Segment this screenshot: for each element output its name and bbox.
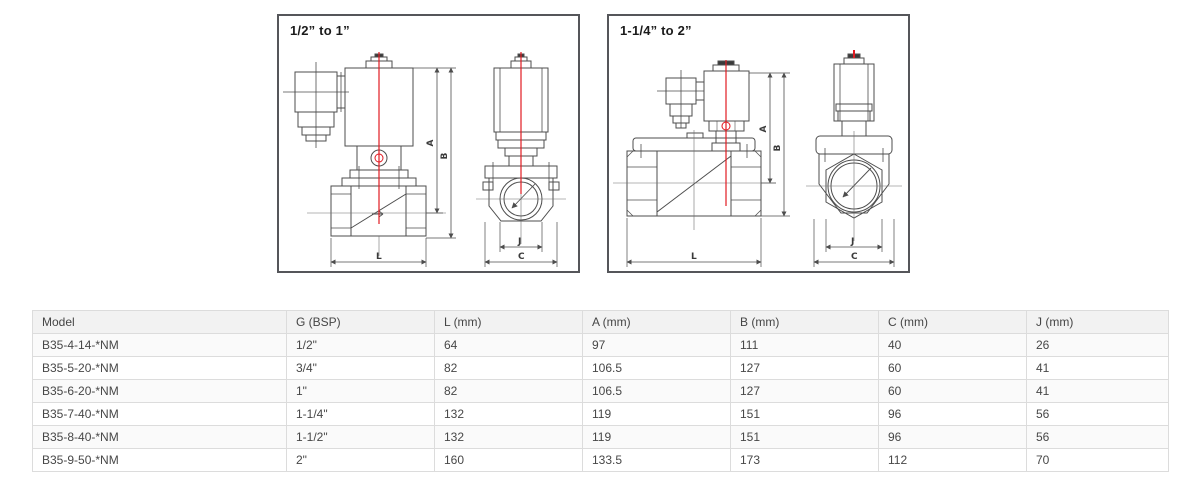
dim-label-B: B (440, 152, 450, 159)
cell: 127 (730, 356, 879, 380)
valve-technical-drawing-large: L A B J C (613, 50, 902, 267)
cell: 111 (730, 333, 879, 357)
cell: 1" (286, 379, 435, 403)
dim-label-J: J (517, 237, 521, 247)
side-view (806, 53, 902, 267)
drawing-title: 1/2” to 1” (290, 23, 350, 38)
drawing-title: 1-1/4” to 2” (620, 23, 692, 38)
cell: 1/2" (286, 333, 435, 357)
bore-arrow (511, 183, 536, 209)
cell: 96 (878, 402, 1027, 426)
valve-body (330, 185, 427, 237)
dim-label-A: A (426, 139, 436, 146)
cell: 82 (434, 379, 583, 403)
dimension-L (330, 238, 427, 267)
cell: 132 (434, 402, 583, 426)
dim-label-A: A (759, 125, 769, 132)
din-connector (283, 62, 349, 148)
cell: B35-8-40-*NM (32, 425, 287, 449)
dimension-C (813, 219, 895, 267)
cell: 151 (730, 402, 879, 426)
cell: 112 (878, 448, 1027, 472)
column-header: B (mm) (730, 310, 879, 334)
dimension-L (626, 218, 762, 267)
cell: 151 (730, 425, 879, 449)
dim-label-L: L (691, 252, 697, 262)
drawing-box-small-sizes: 1/2” to 1” (277, 14, 580, 273)
dimension-J (499, 222, 543, 252)
column-header: C (mm) (878, 310, 1027, 334)
cell: B35-9-50-*NM (32, 448, 287, 472)
cell: 64 (434, 333, 583, 357)
dim-label-J: J (850, 237, 854, 247)
cell: 26 (1026, 333, 1169, 357)
cell: 40 (878, 333, 1027, 357)
cell: 1-1/2" (286, 425, 435, 449)
column-header: Model (32, 310, 287, 334)
cell: B35-7-40-*NM (32, 402, 287, 426)
dim-label-L: L (376, 252, 382, 262)
cell: 173 (730, 448, 879, 472)
column-header: L (mm) (434, 310, 583, 334)
dimension-C (484, 222, 558, 267)
cell: 133.5 (582, 448, 731, 472)
cell: 127 (730, 379, 879, 403)
red-port-mark (374, 153, 384, 163)
cell: 96 (878, 425, 1027, 449)
dim-label-C: C (851, 252, 858, 262)
cell: 41 (1026, 356, 1169, 380)
cell: 1-1/4" (286, 402, 435, 426)
cell: 119 (582, 425, 731, 449)
valve-technical-drawing-small: L A B J C (283, 52, 566, 267)
cell: 41 (1026, 379, 1169, 403)
front-view (613, 60, 790, 267)
drawing-box-large-sizes: 1-1/4” to 2” (607, 14, 910, 273)
dim-label-C: C (518, 252, 525, 262)
cell: 60 (878, 379, 1027, 403)
cell: 56 (1026, 402, 1169, 426)
cell: 97 (582, 333, 731, 357)
dimension-J (825, 219, 883, 252)
cell: B35-5-20-*NM (32, 356, 287, 380)
dimension-B (761, 72, 790, 217)
cell: 119 (582, 402, 731, 426)
cell: 106.5 (582, 356, 731, 380)
dimension-B (426, 67, 456, 239)
front-view (283, 53, 456, 267)
cell: 160 (434, 448, 583, 472)
cell: 2" (286, 448, 435, 472)
cell: 3/4" (286, 356, 435, 380)
cell: 106.5 (582, 379, 731, 403)
cell: B35-4-14-*NM (32, 333, 287, 357)
column-header: G (BSP) (286, 310, 435, 334)
dim-label-B: B (773, 144, 783, 151)
cell: 82 (434, 356, 583, 380)
cell: 132 (434, 425, 583, 449)
coil-side (833, 53, 875, 137)
column-header: J (mm) (1026, 310, 1169, 334)
cell: 60 (878, 356, 1027, 380)
cell: B35-6-20-*NM (32, 379, 287, 403)
red-port-mark (721, 121, 731, 131)
flow-arrow (372, 210, 384, 218)
cell: 56 (1026, 425, 1169, 449)
bore-arrow (842, 167, 872, 198)
cell: 70 (1026, 448, 1169, 472)
column-header: A (mm) (582, 310, 731, 334)
